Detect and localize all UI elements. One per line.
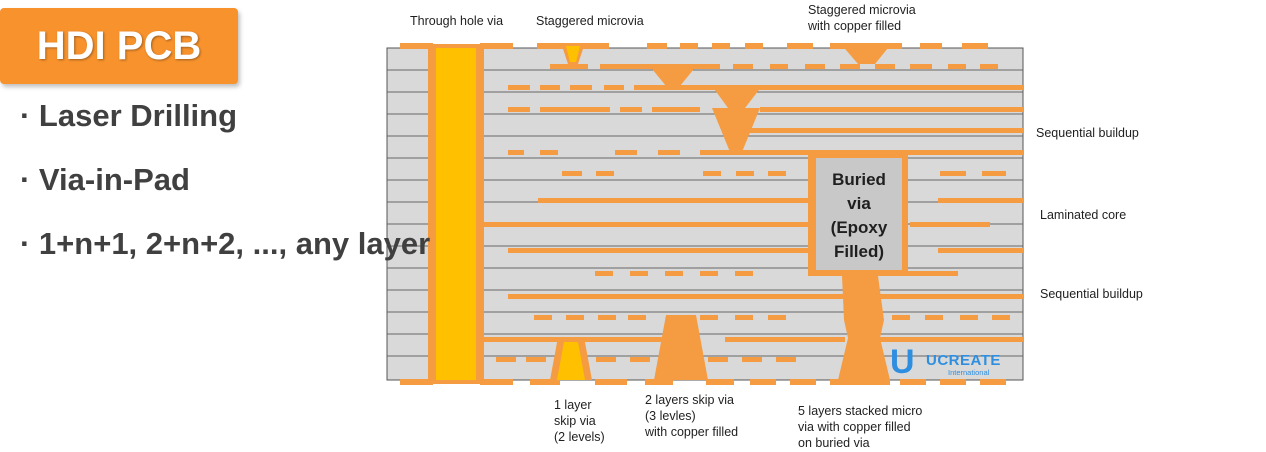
page-title: HDI PCB — [36, 23, 202, 68]
label-through-hole-via: Through hole via — [410, 14, 504, 28]
label-one-layer-skip-via: 1 layer skip via (2 levels) — [554, 398, 605, 444]
label-five-layers-stacked: 5 layers stacked micro via with copper f… — [798, 404, 923, 450]
staggered-microvia — [561, 43, 585, 64]
logo-name: UCREATE — [926, 352, 1001, 369]
through-hole-via — [400, 43, 513, 385]
staggered-via-step-1 — [648, 64, 698, 86]
staggered-via-step-3 — [712, 108, 760, 152]
bullet-any-layer: · 1+n+1, 2+n+2, ..., any layer — [20, 226, 431, 261]
label-sequential-buildup-bottom: Sequential buildup — [1040, 287, 1143, 301]
logo-mark-icon: U — [890, 343, 915, 381]
bullet-laser-drilling: · Laser Drilling — [20, 98, 238, 133]
bullet-via-in-pad: · Via-in-Pad — [20, 162, 190, 197]
label-two-layers-skip-via: 2 layers skip via (3 levles) with copper… — [645, 393, 739, 439]
label-staggered-microvia-copper: Staggered microvia with copper filled — [808, 3, 916, 33]
ucreate-logo: U UCREATE International — [888, 342, 1023, 384]
label-sequential-buildup-top: Sequential buildup — [1036, 126, 1139, 140]
two-layers-skip-via — [654, 315, 708, 380]
title-badge: HDI PCB — [0, 8, 238, 84]
one-layer-skip-via — [550, 337, 592, 380]
staggered-microvia-copper-top — [840, 43, 892, 64]
stacked-micro-via — [838, 276, 890, 380]
staggered-via-step-2 — [712, 86, 762, 108]
layer-lines — [387, 69, 1023, 357]
buried-via-label: Buried via (Epoxy Filled) — [830, 170, 888, 261]
logo-sub: International — [948, 368, 990, 377]
label-laminated-core: Laminated core — [1040, 208, 1127, 222]
board-body — [386, 47, 1024, 381]
buried-via — [808, 152, 908, 276]
label-staggered-microvia: Staggered microvia — [536, 14, 644, 28]
